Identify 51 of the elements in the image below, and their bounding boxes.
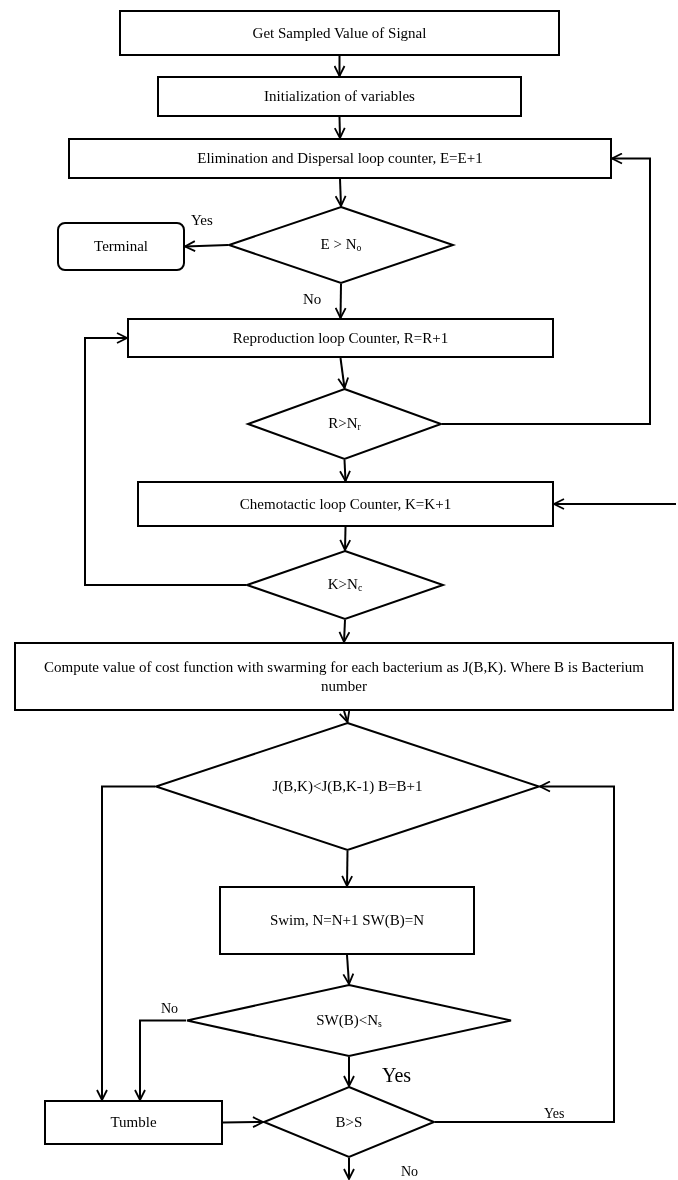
step-text: Chemotactic loop Counter, K=K+1 bbox=[239, 494, 452, 514]
arrow bbox=[339, 459, 351, 482]
arrow bbox=[339, 526, 352, 551]
arrow bbox=[134, 1019, 187, 1101]
process-box bbox=[137, 481, 554, 527]
process-box bbox=[119, 10, 560, 56]
step-text: Tumble bbox=[110, 1113, 157, 1132]
arrow bbox=[184, 240, 229, 253]
arrow bbox=[338, 710, 351, 723]
step-text: Elimination and Dispersal loop counter, E=E+1 bbox=[197, 149, 483, 168]
process-box bbox=[14, 642, 674, 711]
arrow bbox=[343, 1056, 355, 1087]
decision-diamond bbox=[263, 1086, 435, 1158]
condition-text: R>N$_{r}$ bbox=[328, 414, 361, 434]
decision-diamond bbox=[155, 722, 540, 851]
arrow bbox=[96, 785, 156, 1101]
condition-text: J(B,K)<J(B,K-1) B=B+1 bbox=[272, 777, 423, 796]
condition-text: SW(B)<N$_{s}$ bbox=[316, 1010, 382, 1031]
arrow bbox=[553, 498, 677, 510]
decision-diamond bbox=[228, 206, 454, 284]
arrow bbox=[84, 332, 247, 586]
arrow bbox=[343, 1157, 355, 1180]
process-box bbox=[68, 138, 612, 179]
step-text: Terminal bbox=[94, 237, 148, 256]
decision-diamond bbox=[247, 388, 442, 460]
process-box bbox=[44, 1100, 223, 1145]
arrow bbox=[441, 152, 651, 425]
arrow bbox=[341, 850, 354, 887]
step-text: Compute value of cost function with swarming for each bacterium as J(B,K). Where B is Bacterium number bbox=[43, 657, 645, 696]
terminal-box bbox=[57, 222, 185, 271]
step-text: Reproduction loop Counter, R=R+1 bbox=[232, 328, 449, 348]
process-box bbox=[127, 318, 554, 358]
condition-text: B>S bbox=[335, 1112, 363, 1132]
arrow bbox=[333, 116, 346, 139]
arrow bbox=[338, 619, 351, 643]
step-text: Initialization of variables bbox=[264, 87, 415, 106]
arrow bbox=[334, 178, 347, 207]
arrow bbox=[434, 780, 615, 1123]
decision-diamond bbox=[186, 984, 512, 1057]
step-text: Get Sampled Value of Signal bbox=[252, 23, 427, 43]
process-box bbox=[157, 76, 522, 117]
process-box bbox=[219, 886, 475, 955]
condition-text: E > N$_{o}$ bbox=[320, 235, 362, 255]
arrow bbox=[222, 1116, 264, 1128]
decision-diamond bbox=[246, 550, 444, 620]
condition-text: K>N$_{c}$ bbox=[327, 575, 363, 595]
arrow bbox=[333, 55, 346, 77]
step-text: Swim, N=N+1 SW(B)=N bbox=[269, 911, 425, 930]
arrow bbox=[342, 954, 355, 985]
arrow bbox=[337, 357, 350, 389]
arrow bbox=[334, 283, 347, 319]
